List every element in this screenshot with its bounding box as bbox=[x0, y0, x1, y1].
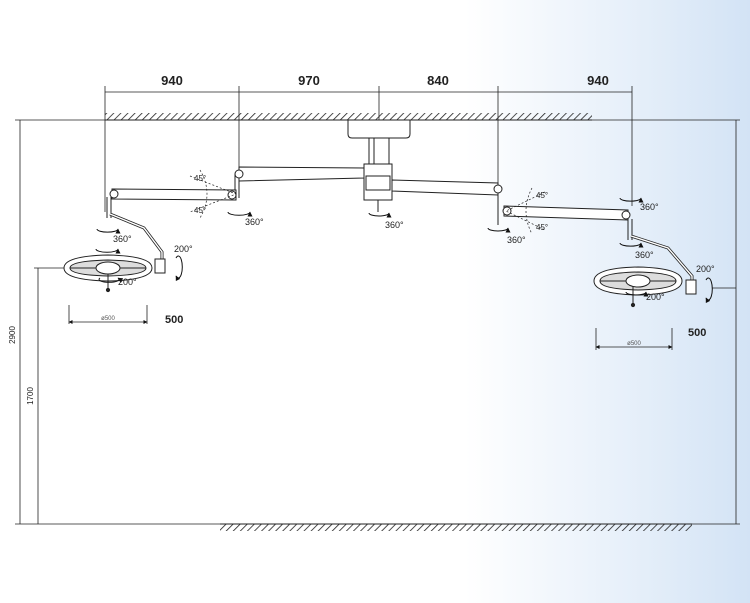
lamp-head-left bbox=[63, 254, 153, 293]
height-label-total: 2900 bbox=[8, 326, 17, 344]
tilt-range-marks bbox=[189, 169, 546, 235]
height-dimension-lines bbox=[15, 119, 740, 525]
floor bbox=[220, 523, 692, 531]
dimension-label-2: 970 bbox=[298, 73, 320, 88]
dimension-label-1: 940 bbox=[161, 73, 183, 88]
extension-arm-right bbox=[391, 179, 503, 225]
angle-label-rotate-arm-right: 360° bbox=[507, 235, 526, 245]
angle-label-yoke-right: 200° bbox=[696, 264, 715, 274]
angle-label-tilt-left-upper: 45° bbox=[194, 174, 206, 183]
lamp-diameter-label-left: ø500 bbox=[101, 316, 115, 322]
angle-label-lamp-left: 200° bbox=[118, 277, 137, 287]
lamp-width-label-left: 500 bbox=[165, 314, 183, 326]
lamp-head-right bbox=[593, 266, 683, 308]
angle-label-rotate-spring-right: 360° bbox=[640, 202, 659, 212]
lamp-diameter-label-right: ø500 bbox=[627, 341, 641, 347]
angle-label-rotate-spring-left: 360° bbox=[113, 234, 132, 244]
angle-label-tilt-left-lower: 45° bbox=[194, 206, 206, 215]
spring-arm-right bbox=[502, 205, 697, 295]
ceiling bbox=[105, 113, 592, 121]
dimension-label-4: 940 bbox=[587, 73, 609, 88]
lamp-diameter-left bbox=[68, 305, 148, 324]
angle-label-rotate-yoke-right: 360° bbox=[635, 250, 654, 260]
angle-label-tilt-right-upper: 45° bbox=[536, 191, 548, 200]
rotation-arrows-360 bbox=[95, 197, 644, 254]
angle-label-rotate-arm-left: 360° bbox=[245, 217, 264, 227]
height-label-lamp: 1700 bbox=[26, 387, 35, 405]
spring-arm-left bbox=[106, 188, 237, 274]
angle-label-rotate-column: 360° bbox=[385, 220, 404, 230]
angle-label-lamp-right: 200° bbox=[646, 292, 665, 302]
ceiling-mount bbox=[347, 119, 411, 212]
dimension-label-3: 840 bbox=[427, 73, 449, 88]
rotation-arrows-200 bbox=[98, 255, 713, 304]
top-dimension-chain bbox=[104, 86, 633, 212]
extension-arm-left bbox=[234, 166, 365, 198]
angle-label-tilt-right-lower: 45° bbox=[536, 223, 548, 232]
angle-label-yoke-left: 200° bbox=[174, 244, 193, 254]
lamp-diameter-right bbox=[595, 328, 673, 350]
lamp-width-label-right: 500 bbox=[688, 327, 706, 339]
